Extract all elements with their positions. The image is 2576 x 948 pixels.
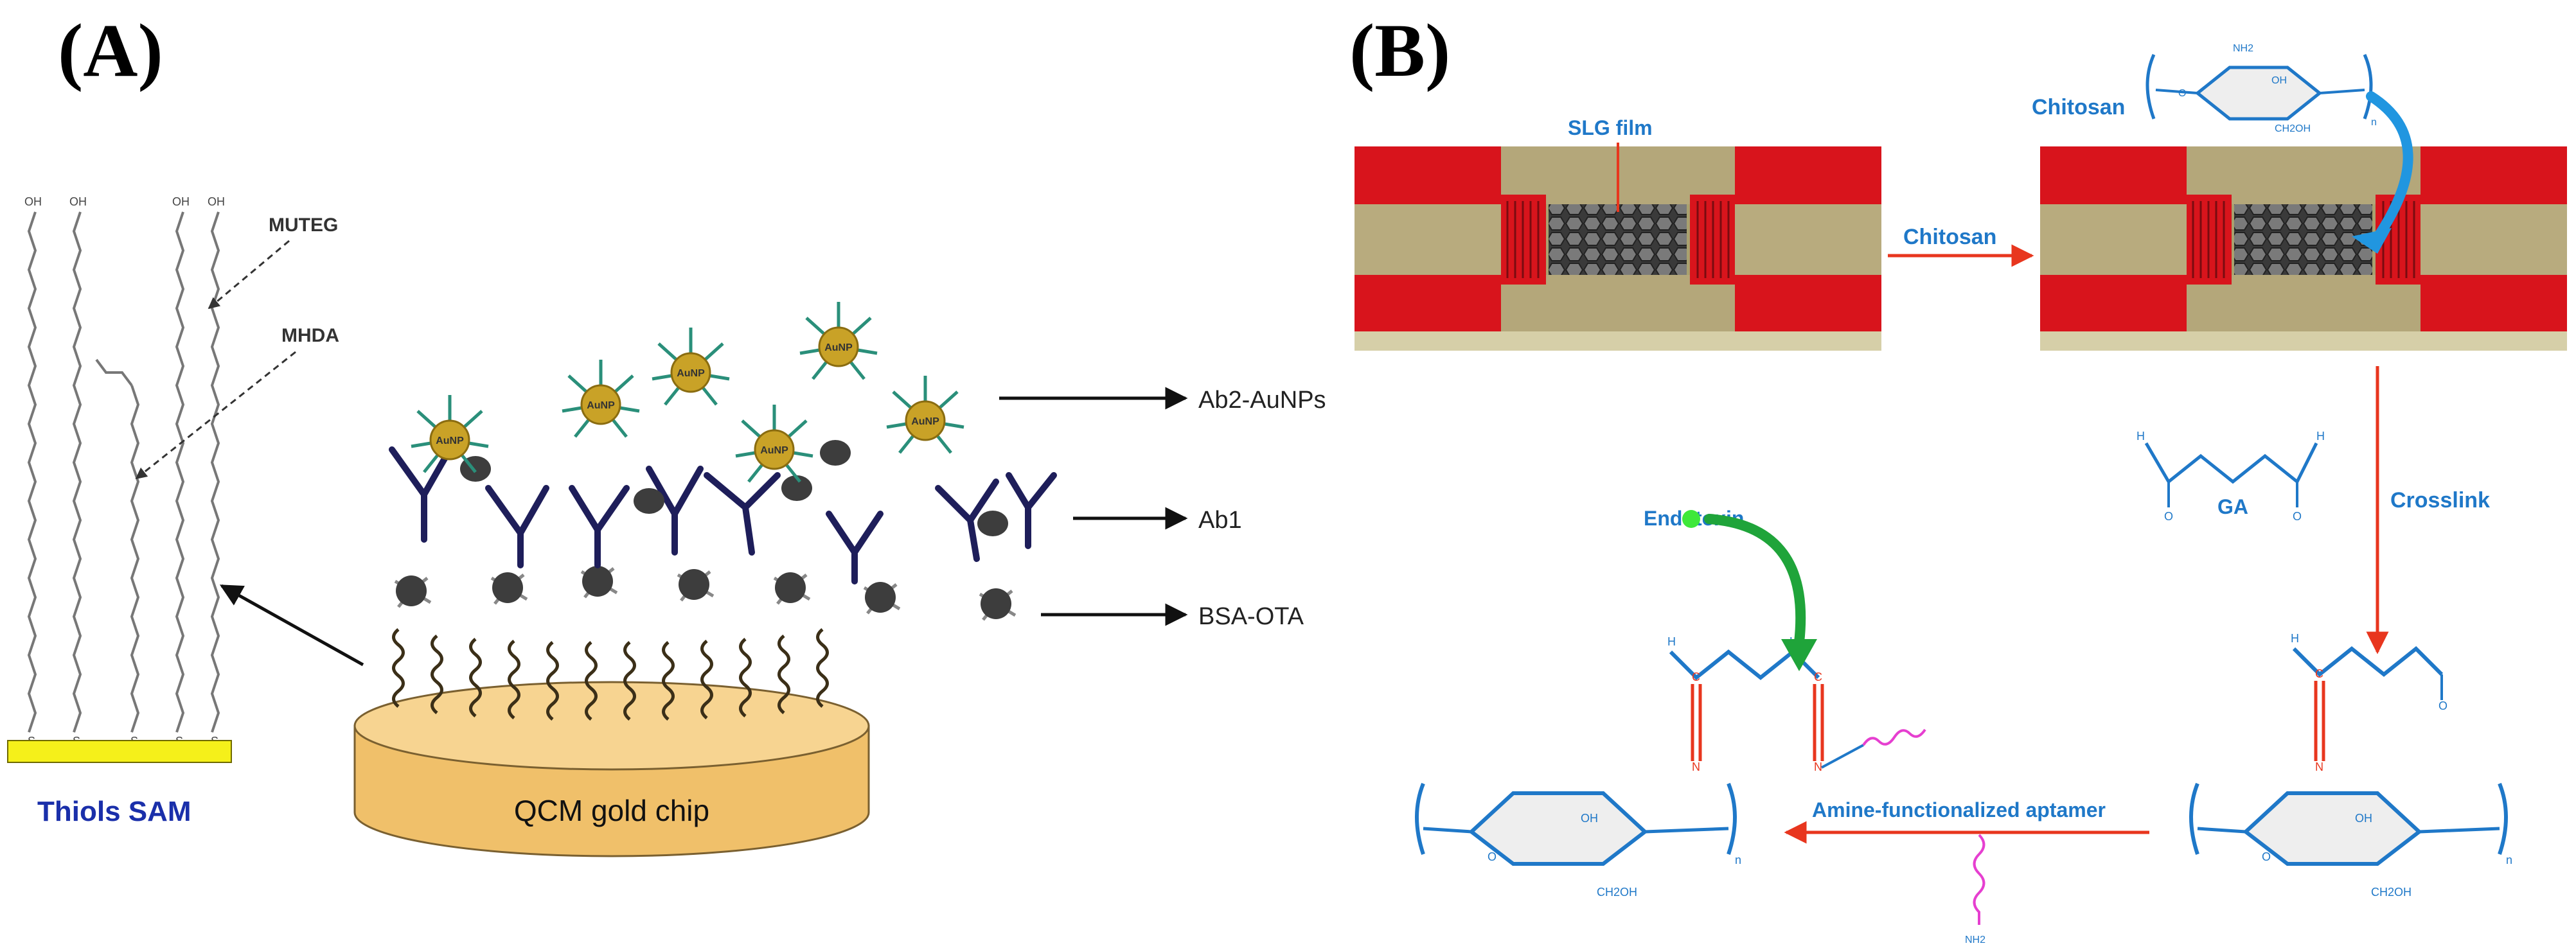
final-structure: C C N N H H OH O CH2OH n	[1415, 635, 1926, 899]
slg-film-coated	[2234, 204, 2372, 275]
fin-o-ring: O	[1488, 850, 1497, 863]
aptamer-strand	[1973, 834, 1985, 925]
device-chitosan	[2040, 146, 2567, 351]
ga-label: GA	[2217, 495, 2248, 518]
sam-oh-labels: OH OH OH OH S S S S S	[24, 195, 225, 748]
chitosan-nh2: NH2	[2233, 43, 2253, 54]
fin-h1: H	[1667, 635, 1676, 648]
sam-chain-3-branch	[95, 358, 133, 387]
ab1-label: Ab1	[1198, 507, 1242, 534]
fin-n-sub: n	[1735, 854, 1741, 866]
panel-b-label: (B)	[1349, 8, 1450, 92]
chitosan-oh: OH	[2271, 75, 2287, 86]
aunp-clusters: AuNP AuNP AuNP AuNP AuNP AuNP	[411, 302, 964, 483]
oh-label-1: OH	[24, 195, 42, 208]
chitosan-struct-label: Chitosan	[2032, 95, 2125, 119]
chitosan-blue-arrowhead	[2352, 228, 2392, 254]
chitosan-o: O	[2178, 88, 2186, 99]
ga-o-right: O	[2293, 510, 2302, 523]
sam-chain-5	[210, 211, 220, 733]
endotoxin-green-arrowhead	[1781, 639, 1817, 671]
panel-a: (A) OH OH OH OH S S S S S Thiols SAM MUT…	[7, 8, 1326, 857]
muteg-pointer	[208, 240, 290, 310]
oh-label-4: OH	[208, 195, 225, 208]
sam-zoom-arrow	[219, 584, 364, 667]
cl-c: C	[2315, 667, 2323, 680]
ga-h-left: H	[2136, 430, 2145, 443]
fin-c1: C	[1692, 671, 1700, 683]
aunp-label-5: AuNP	[760, 445, 788, 456]
chitosan-structure: Chitosan NH2 OH O CH2OH n	[2032, 43, 2377, 134]
aptamer-nh2: NH2	[1965, 935, 1985, 945]
oh-label-2: OH	[69, 195, 87, 208]
endotoxin-green-arrow	[1704, 514, 1806, 647]
cl-n: N	[2315, 760, 2323, 773]
cl-o-right: O	[2438, 699, 2447, 712]
fin-c2: C	[1814, 671, 1822, 683]
sam-chains	[27, 211, 220, 733]
bsa-ota-label: BSA-OTA	[1198, 603, 1304, 630]
ga-h-right: H	[2316, 430, 2325, 443]
chitosan-ch2oh: CH2OH	[2275, 123, 2311, 134]
fin-n1: N	[1692, 760, 1700, 773]
chitosan-blue-arrow	[2366, 91, 2413, 243]
slg-film-label: SLG film	[1568, 116, 1653, 139]
slg-film-bare	[1549, 204, 1687, 275]
bsa-ota-layer	[394, 566, 1017, 621]
sam-chain-4	[175, 211, 185, 733]
cl-h-top: H	[2291, 632, 2299, 645]
qcm-chip-label: QCM gold chip	[514, 794, 709, 827]
aunp-label-2: AuNP	[587, 400, 615, 411]
chitosan-n: n	[2371, 117, 2377, 128]
mhda-label: MHDA	[281, 325, 339, 346]
thiol-spirals	[392, 628, 829, 721]
cl-ch2oh: CH2OH	[2371, 886, 2412, 899]
aunp-label-3: AuNP	[677, 368, 705, 379]
fin-n2: N	[1814, 760, 1822, 773]
crosslinked-structure: C N H O OH O CH2OH n	[2189, 632, 2512, 899]
panel-b: (B) SLG film	[1349, 8, 2567, 945]
sam-chain-1	[27, 211, 37, 733]
qcm-gold-chip: QCM gold chip	[353, 681, 870, 857]
crosslink-label: Crosslink	[2390, 488, 2490, 513]
cl-o-ring: O	[2262, 850, 2271, 863]
cl-n-sub: n	[2506, 854, 2512, 866]
cl-oh: OH	[2355, 812, 2372, 825]
endotoxin-dot	[1682, 510, 1700, 528]
chitosan-step-label: Chitosan	[1903, 225, 1996, 249]
ga-molecule: GA H H O O	[2136, 430, 2325, 523]
aunp-label-1: AuNP	[436, 435, 464, 446]
fin-oh: OH	[1581, 812, 1598, 825]
panel-a-label: (A)	[58, 8, 163, 92]
aunp-label-4: AuNP	[824, 342, 853, 353]
thiols-sam-label: Thiols SAM	[37, 796, 191, 827]
mhda-pointer	[135, 351, 296, 480]
ab2-aunps-label: Ab2-AuNPs	[1198, 387, 1326, 414]
oh-label-3: OH	[172, 195, 190, 208]
aptamer-step-label: Amine-functionalized aptamer	[1812, 798, 2106, 821]
sam-gold-plate	[7, 740, 232, 763]
bound-aptamer	[1862, 728, 1926, 746]
ga-o-left: O	[2164, 510, 2173, 523]
sam-chain-3	[130, 385, 140, 733]
fin-ch2oh: CH2OH	[1597, 886, 1637, 899]
muteg-label: MUTEG	[269, 215, 338, 236]
sam-chain-2	[72, 211, 82, 733]
ab1-layer	[389, 446, 1057, 584]
aunp-label-6: AuNP	[911, 416, 939, 427]
ota-dots	[460, 440, 1008, 536]
